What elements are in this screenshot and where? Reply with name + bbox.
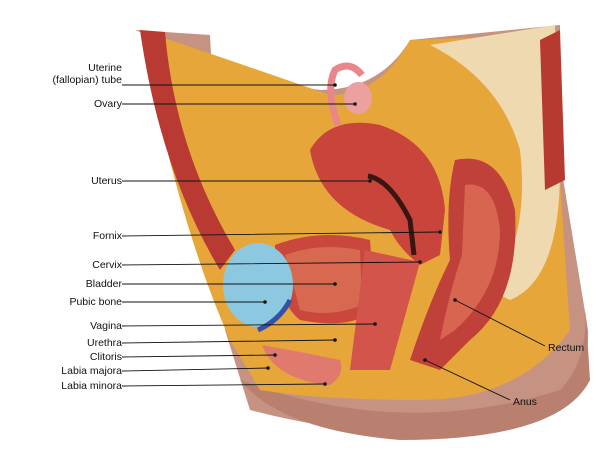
- leader-dots: [263, 83, 457, 386]
- buttock-skin: [240, 300, 590, 440]
- label-ovary: Ovary: [93, 98, 122, 110]
- fallopian-tube: [327, 62, 365, 127]
- leader-lines: [121, 84, 546, 401]
- labia-shape: [262, 345, 342, 385]
- uterine-cavity: [367, 173, 417, 256]
- label-urethra: Urethra: [86, 337, 122, 349]
- vagina-shape: [350, 250, 420, 370]
- label-vagina: Vagina: [90, 320, 122, 332]
- label-uterine-tube: Uterine (fallopian) tube: [53, 62, 122, 86]
- label-fornix: Fornix: [92, 230, 122, 242]
- label-cervix: Cervix: [92, 259, 122, 271]
- label-uterus: Uterus: [91, 175, 122, 187]
- label-anus: Anus: [513, 396, 537, 408]
- label-bladder: Bladder: [85, 278, 122, 290]
- pubic-ligament: [256, 298, 293, 333]
- label-uterine-tube-line2: (fallopian) tube: [52, 74, 122, 86]
- label-pubic-bone: Pubic bone: [69, 296, 122, 308]
- spinal-muscle: [540, 30, 565, 190]
- sacrum: [430, 25, 560, 300]
- abdominal-muscle: [140, 30, 235, 270]
- label-clitoris: Clitoris: [89, 351, 122, 363]
- label-uterine-tube-line1: Uterine: [88, 62, 122, 74]
- label-labia-minora: Labia minora: [61, 380, 122, 392]
- ovary-shape: [344, 82, 372, 114]
- label-labia-majora: Labia majora: [61, 365, 122, 377]
- label-rectum: Rectum: [548, 342, 585, 354]
